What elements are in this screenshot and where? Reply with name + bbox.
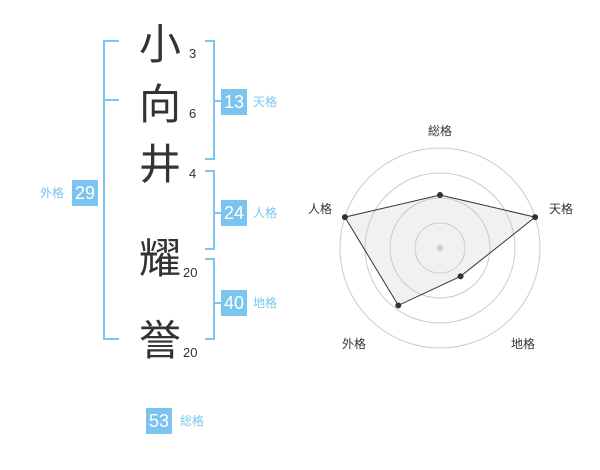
- radar-ring-4: [339, 147, 541, 349]
- radar-center-dot: [437, 245, 443, 251]
- radar-points: [341, 192, 539, 309]
- jinkaku-value: 24: [221, 200, 247, 226]
- jinkaku-bracket: [213, 170, 215, 250]
- chikaku-connector: [213, 302, 221, 304]
- gaikaku-bracket-mid: [103, 99, 119, 101]
- name-char-5: 誉: [138, 316, 181, 365]
- name-char-2: 向: [138, 80, 181, 129]
- stroke-count-3: 4: [189, 166, 197, 181]
- chikaku-bracket-bottom: [205, 338, 215, 340]
- radar-point-1: [532, 214, 539, 221]
- tenkaku-bracket-top: [205, 40, 215, 42]
- radar-chart: [339, 147, 541, 349]
- tenkaku-label: 天格: [253, 95, 278, 109]
- name-char-1: 小: [138, 20, 181, 69]
- radar-ring-1: [414, 222, 466, 274]
- name-char-4: 耀: [138, 234, 181, 283]
- chikaku-label: 地格: [253, 296, 278, 310]
- radar-ring-3: [364, 172, 516, 324]
- tenkaku-value: 13: [221, 89, 247, 115]
- radar-label-chikaku: 地格: [511, 337, 536, 351]
- chikaku-bracket: [213, 258, 215, 340]
- tenkaku-connector: [213, 100, 221, 102]
- gaikaku-label: 外格: [40, 186, 65, 200]
- radar-point-0: [437, 192, 443, 198]
- radar-point-4: [341, 214, 348, 221]
- soukaku-value: 53: [146, 408, 172, 434]
- jinkaku-bracket-bottom: [205, 248, 215, 250]
- jinkaku-connector: [213, 212, 221, 214]
- stroke-count-5: 20: [183, 345, 198, 360]
- radar-label-tenkaku: 天格: [549, 202, 574, 216]
- radar-point-3: [395, 302, 402, 309]
- tenkaku-bracket-bottom: [205, 158, 215, 160]
- stroke-count-1: 3: [189, 46, 197, 61]
- radar-label-soukaku: 総格: [428, 124, 453, 138]
- jinkaku-label: 人格: [253, 206, 278, 220]
- radar-point-2: [457, 273, 464, 280]
- chikaku-bracket-top: [205, 258, 215, 260]
- chikaku-value: 40: [221, 290, 247, 316]
- gaikaku-bracket: [103, 40, 105, 340]
- radar-label-gaikaku: 外格: [342, 337, 367, 351]
- name-char-3: 井: [138, 140, 181, 189]
- radar-label-jinkaku: 人格: [308, 202, 333, 216]
- gaikaku-bracket-bottom: [103, 338, 119, 340]
- stroke-count-4: 20: [183, 265, 198, 280]
- soukaku-label: 総格: [180, 414, 205, 428]
- stroke-count-2: 6: [189, 106, 197, 121]
- gaikaku-value: 29: [72, 180, 98, 206]
- jinkaku-bracket-top: [205, 170, 215, 172]
- gaikaku-bracket-top: [103, 40, 119, 42]
